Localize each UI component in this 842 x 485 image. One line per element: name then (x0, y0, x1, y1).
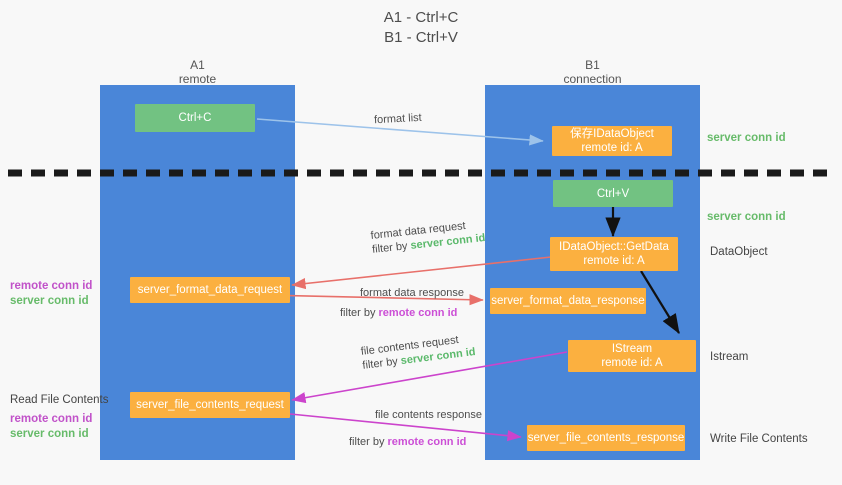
box-ctrl-v[interactable]: Ctrl+V (553, 180, 673, 207)
box-istream[interactable]: IStream remote id: A (568, 340, 696, 372)
box-server-file-contents-response[interactable]: server_file_contents_response (527, 425, 685, 451)
box-idataobject-getdata[interactable]: IDataObject::GetData remote id: A (550, 237, 678, 271)
note-server-conn-id-1: server conn id (707, 132, 786, 144)
edge-label-format-data-response-filter: filter by remote conn id (340, 307, 458, 319)
edge-label-format-data-response: format data response (360, 286, 464, 300)
title-line-2: B1 - Ctrl+V (384, 29, 458, 46)
edge-label-file-contents-response-filter: filter by remote conn id (349, 436, 467, 448)
box-ctrl-c-label: Ctrl+C (178, 112, 212, 124)
note-remote-conn-id-2: remote conn id (10, 413, 93, 425)
note-read-file-contents: Read File Contents (10, 394, 109, 406)
note-dataobject: DataObject (710, 246, 768, 258)
box-save-idataobject[interactable]: 保存IDataObject remote id: A (552, 126, 672, 156)
box-save-idataobject-line1: 保存IDataObject (570, 128, 654, 140)
box-istream-line2: remote id: A (601, 357, 663, 369)
box-server-format-data-request-label: server_format_data_request (137, 284, 283, 296)
note-write-file-contents: Write File Contents (710, 433, 808, 445)
note-istream: Istream (710, 351, 749, 363)
column-header-a1-sub: remote (178, 72, 217, 86)
column-header-b1: B1 connection (485, 58, 700, 86)
note-remote-conn-id-1: remote conn id (10, 280, 93, 292)
column-header-b1-name: B1 (585, 58, 600, 72)
column-header-a1: A1 remote (100, 58, 295, 86)
edge-label-file-contents-request: file contents request filter by server c… (360, 331, 476, 373)
box-idataobject-getdata-line1: IDataObject::GetData (559, 241, 669, 253)
column-header-b1-sub: connection (563, 72, 622, 86)
box-server-file-contents-request[interactable]: server_file_contents_request (130, 392, 290, 418)
edge-label-file-contents-response-line1: file contents response (375, 409, 483, 421)
box-idataobject-getdata-line2: remote id: A (583, 255, 645, 267)
box-server-format-data-response[interactable]: server_format_data_response (490, 288, 646, 314)
box-server-file-contents-response-label: server_file_contents_response (527, 432, 685, 444)
box-server-format-data-response-label: server_format_data_response (491, 295, 645, 307)
edge-label-file-contents-response: file contents response (375, 408, 482, 422)
diagram-title: A1 - Ctrl+C B1 - Ctrl+V (0, 8, 842, 48)
note-server-conn-id-2: server conn id (707, 211, 786, 223)
edge-label-format-data-response-line1: format data response (360, 287, 464, 299)
note-server-conn-id-left-2: server conn id (10, 428, 89, 440)
note-server-conn-id-left-1: server conn id (10, 295, 89, 307)
box-istream-line1: IStream (611, 343, 653, 355)
title-line-1: A1 - Ctrl+C (383, 9, 459, 26)
edge-label-format-data-request: format data request filter by server con… (370, 217, 486, 257)
box-save-idataobject-line2: remote id: A (581, 142, 643, 154)
box-server-format-data-request[interactable]: server_format_data_request (130, 277, 290, 303)
column-header-a1-name: A1 (190, 58, 205, 72)
box-server-file-contents-request-label: server_file_contents_request (136, 399, 284, 411)
edge-label-format-list: format list (373, 111, 422, 127)
box-ctrl-c[interactable]: Ctrl+C (135, 104, 255, 132)
box-ctrl-v-label: Ctrl+V (596, 187, 630, 200)
